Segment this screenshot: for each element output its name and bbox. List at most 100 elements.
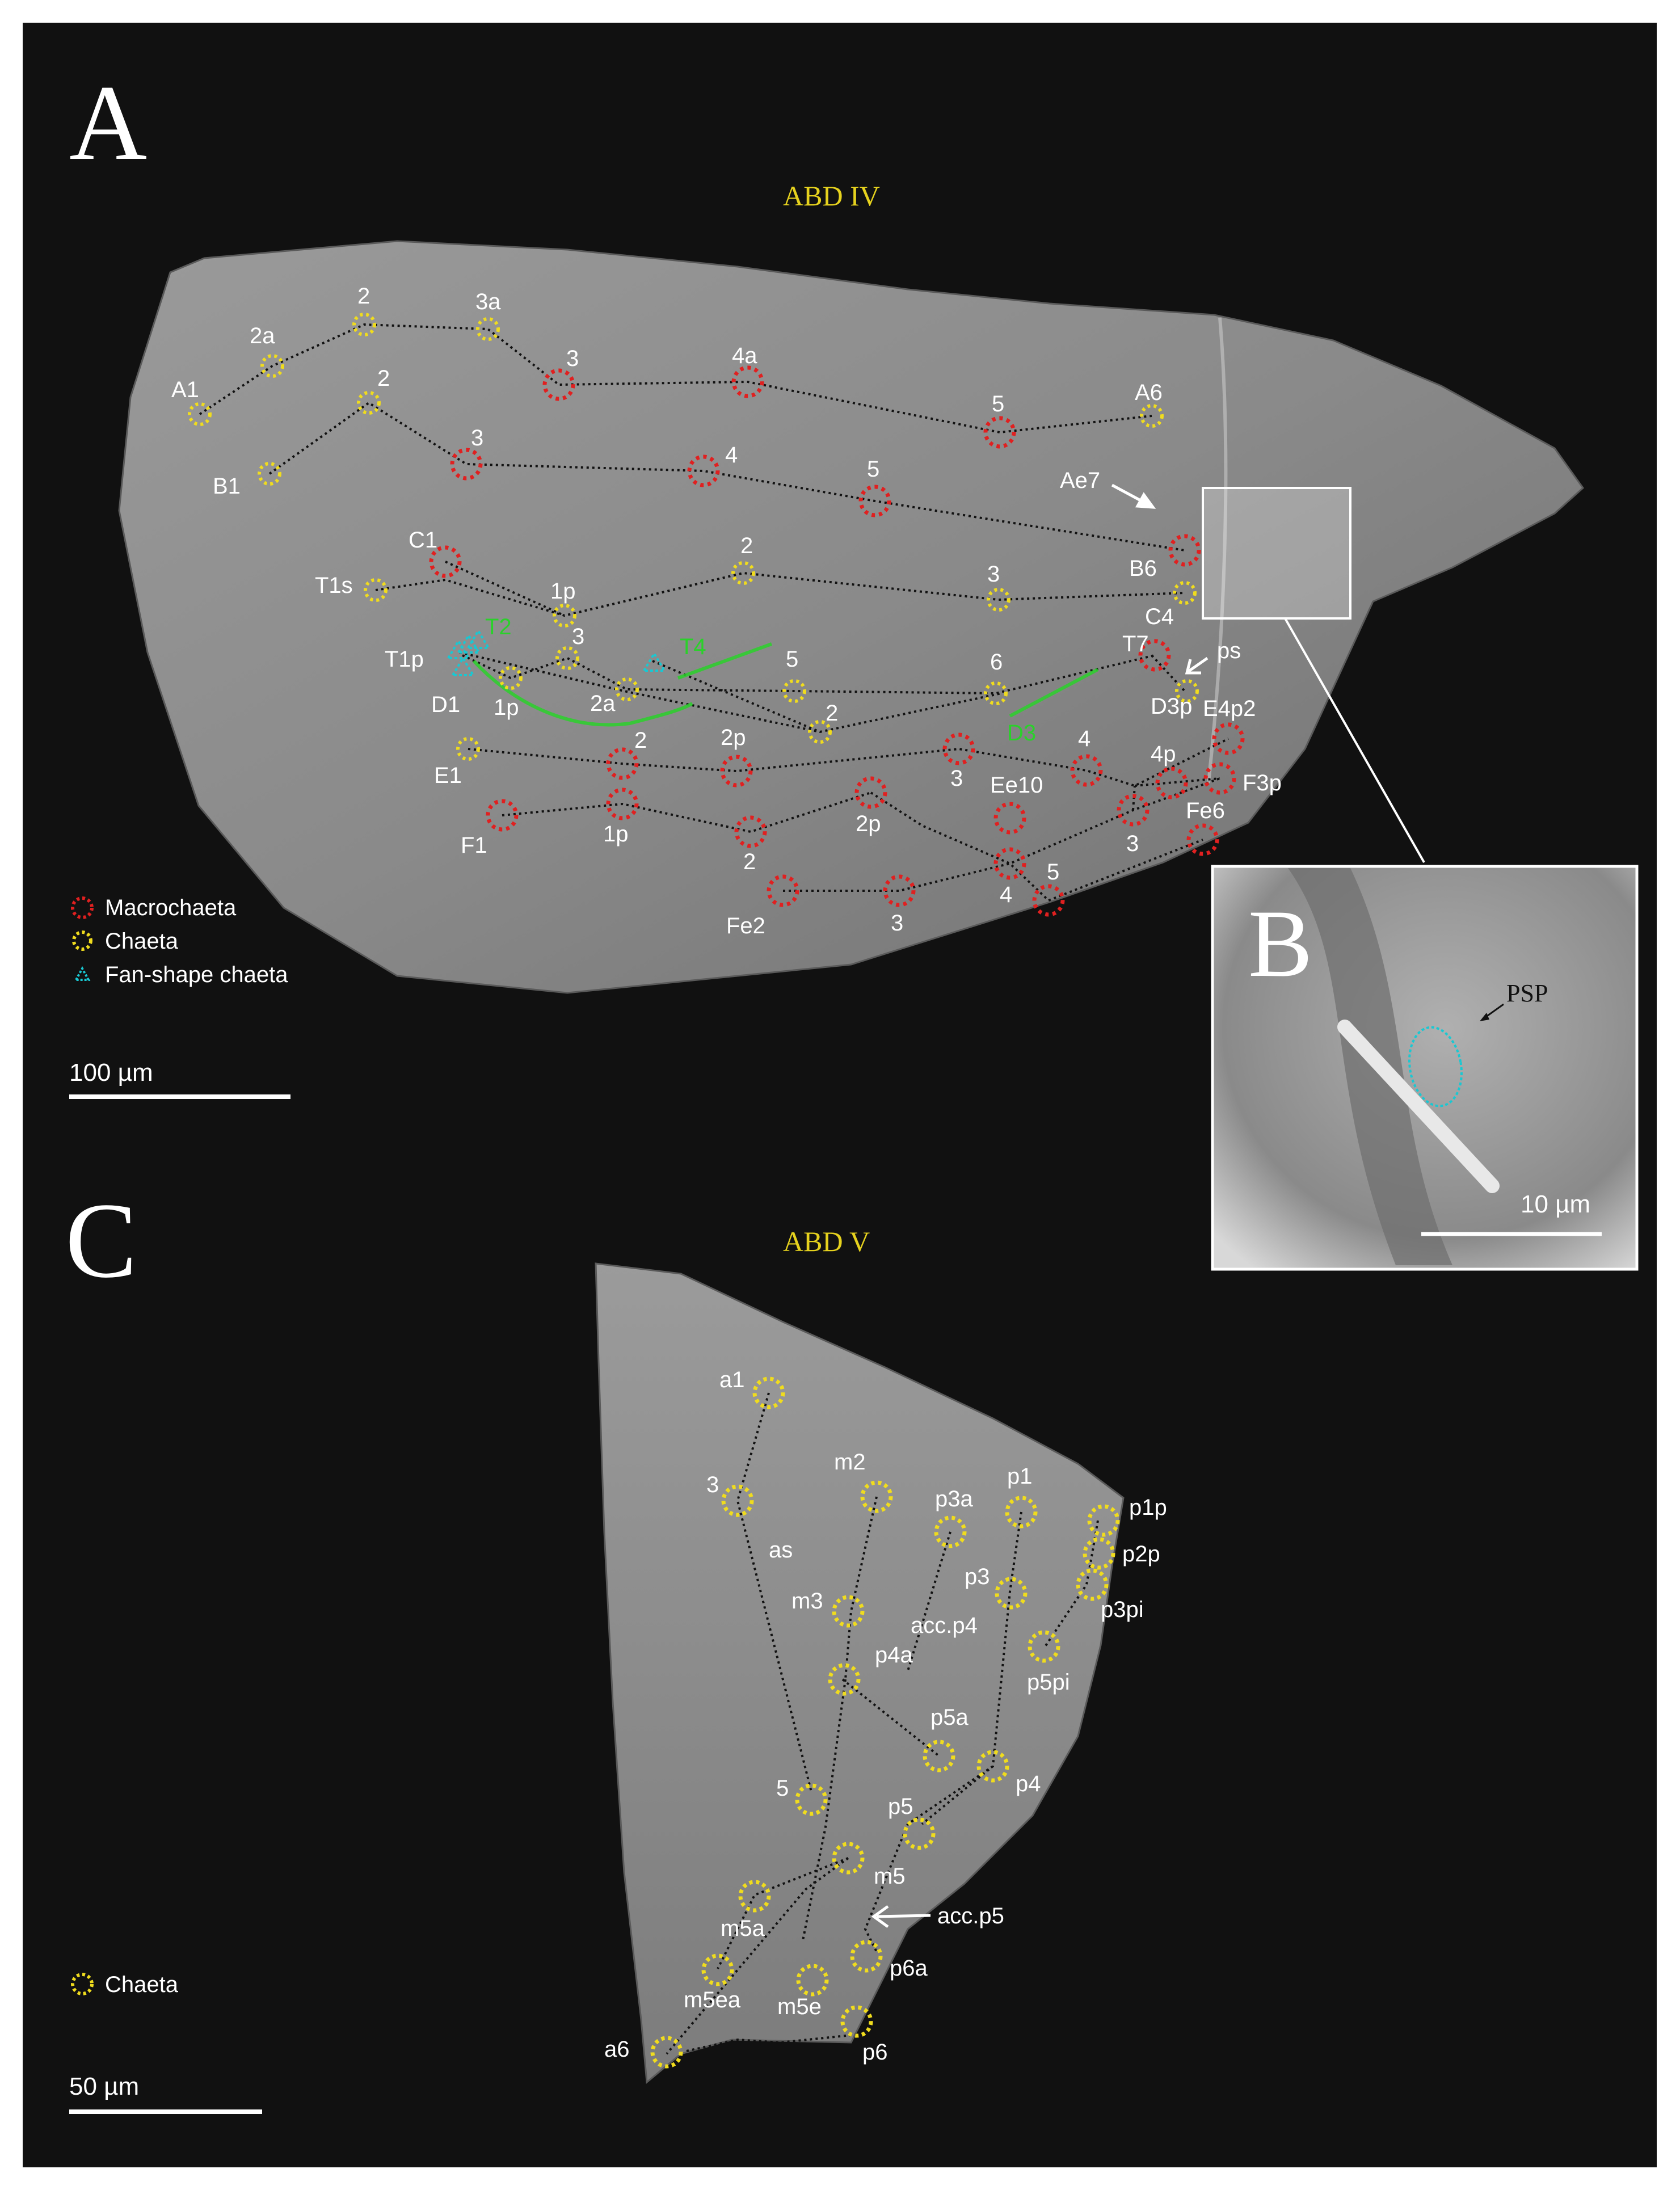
label-d1p: 1p [494, 695, 519, 720]
chaeta-c-p4a [828, 1663, 861, 1696]
green-chaetae-highlights [472, 642, 1099, 727]
label-E4p2: E4p2 [1203, 696, 1256, 721]
macrochaeta-e4p [1155, 767, 1188, 799]
label-c-p6a: p6a [890, 1956, 928, 1981]
label-4a: 4a [732, 343, 757, 368]
macrochaeta-f1 [486, 799, 519, 832]
label-D3p: D3p [1151, 694, 1192, 719]
label-b4: 4 [725, 443, 738, 468]
label-T2: T2 [485, 614, 512, 639]
macrochaeta-ee10 [993, 802, 1026, 835]
scale-label-a: 100 µm [69, 1059, 153, 1087]
label-c-3: 3 [706, 1472, 719, 1497]
legend-chaeta-label-c: Chaeta [105, 1972, 179, 1997]
chaeta-c-p3 [995, 1577, 1028, 1610]
arrow-ps-head [1185, 659, 1201, 675]
label-3a: 3a [475, 289, 501, 314]
abd-v-body [595, 1262, 1125, 2084]
macrochaeta-fe6 [1186, 823, 1219, 856]
label-d2a: 2a [590, 691, 616, 716]
macrochaeta-a5 [983, 416, 1016, 449]
label-a3: 3 [566, 346, 579, 371]
chaeta-c-m5 [832, 1842, 865, 1875]
label-f2p: 2p [856, 811, 881, 836]
chaeta-b1 [258, 462, 281, 486]
label-Fe6: Fe6 [1186, 798, 1225, 823]
psp-arrow-head [1480, 1013, 1489, 1021]
label-c-p5a: p5a [930, 1705, 969, 1730]
chaeta-c4 [1173, 581, 1197, 605]
label-A6: A6 [1135, 380, 1163, 405]
arrow-accp5 [876, 1914, 931, 1918]
label-c-p1p: p1p [1129, 1495, 1167, 1520]
chaeta-c-p5 [903, 1817, 936, 1850]
macrochaetae-a [429, 365, 1245, 917]
label-T4: T4 [680, 634, 706, 659]
label-A1: A1 [171, 377, 199, 402]
label-c-a1: a1 [719, 1367, 745, 1392]
label-f2: 2 [743, 849, 756, 874]
pointer-arrows-a [1111, 483, 1209, 675]
label-Ae7: Ae7 [1060, 468, 1100, 493]
label-ps: ps [1217, 638, 1241, 663]
label-f4: 4 [1000, 882, 1012, 907]
chaeta-a2 [352, 313, 376, 336]
chaetae-a [188, 313, 1199, 761]
label-a2: 2 [357, 284, 370, 309]
chaeta-d3p [1175, 679, 1199, 703]
macrochaeta-f3p [1203, 762, 1236, 795]
chaeta-d5 [782, 679, 806, 703]
chaeta-c2 [731, 561, 755, 585]
chaeta-c-m3 [832, 1595, 865, 1628]
chaeta-c-p5a [923, 1740, 955, 1772]
chaeta-d3 [555, 646, 579, 670]
label-b2: 2 [377, 366, 390, 391]
chaeta-b2 [357, 391, 381, 415]
macrochaeta-f2 [734, 815, 767, 848]
macrochaeta-a3 [542, 368, 575, 401]
macrochaeta-e4p2 [1212, 722, 1245, 755]
chaeta-c-p4 [976, 1750, 1009, 1783]
panel-b [1211, 865, 1639, 1271]
chaeta-a2a [260, 354, 284, 378]
chaeta-a3a [476, 317, 500, 341]
panel-a-title: ABD IV [783, 180, 880, 212]
abd-iv-body [118, 240, 1584, 994]
macrochaeta-f3 [1117, 794, 1150, 827]
label-2a: 2a [250, 323, 275, 348]
legend-chaeta-symbol-a [72, 930, 92, 951]
legend-chaeta-symbol-c [71, 1973, 94, 1995]
scale-label-b: 10 µm [1521, 1190, 1590, 1218]
macrochaeta-fe3 [883, 874, 916, 907]
chaeta-c-m5e [796, 1964, 829, 1997]
chaeta-c3 [987, 588, 1010, 612]
label-d6: 6 [990, 650, 1003, 675]
macrochaeta-f1p [606, 788, 639, 820]
chaeta-c-p2p [1083, 1537, 1115, 1570]
label-e2p: 2p [721, 725, 746, 750]
label-f5: 5 [1047, 860, 1059, 885]
legend-macrochaeta-symbol [71, 896, 94, 919]
macrochaeta-fe2 [767, 874, 799, 907]
label-a5: 5 [992, 391, 1004, 416]
chaeta-d2a [615, 677, 639, 701]
macrochaeta-a4a [731, 365, 764, 398]
label-c3: 3 [987, 562, 1000, 587]
label-Fe2: Fe2 [726, 913, 765, 938]
legend-macrochaeta-label: Macrochaeta [105, 895, 237, 920]
label-T1s: T1s [315, 573, 353, 598]
label-c2: 2 [740, 533, 753, 558]
label-F1: F1 [461, 833, 487, 858]
inset-b-region [1202, 487, 1351, 620]
label-d5: 5 [786, 647, 798, 672]
label-D1: D1 [431, 692, 460, 717]
label-e4p: 4p [1151, 742, 1176, 767]
chaetotaxy-lines-a [199, 323, 1229, 902]
label-d2: 2 [826, 701, 838, 726]
pointer-arrow-c [871, 1905, 931, 1928]
label-c-m3: m3 [791, 1589, 823, 1614]
chaeta-a1 [188, 402, 212, 426]
panel-b-ridge [1288, 868, 1452, 1265]
macrochaeta-e4 [1070, 754, 1103, 787]
